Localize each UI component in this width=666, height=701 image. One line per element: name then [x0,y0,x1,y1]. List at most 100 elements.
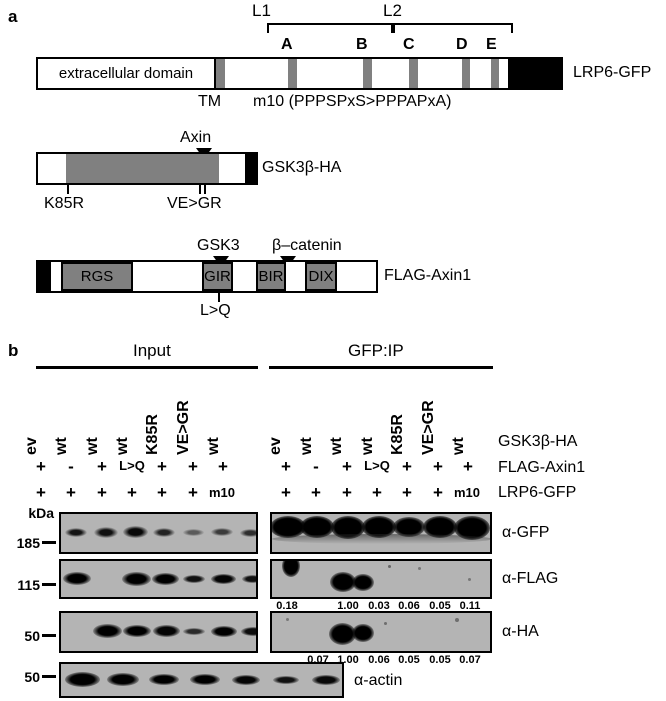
quant-ha-lane-7: 0.07 [459,654,481,666]
construct-bar-lrp6: extracellular domain [36,57,563,90]
band [107,673,139,686]
group-header-input: Input [133,341,171,360]
blot-ip-flag [270,559,492,599]
input-lane-label-7: wt [205,437,222,455]
construct-name-lrp6: LRP6-GFP [573,64,652,81]
band [211,574,236,584]
band [149,674,179,685]
blot-ip-gfp [270,512,492,554]
axin1-bcatenin-arrow-label: β–catenin [272,237,342,254]
band [153,625,180,637]
input-axin1-lane-3: + [97,457,107,476]
blot-input-actin [59,662,344,698]
band [329,623,356,645]
input-lane-label-5: K85R [144,414,161,455]
ip-lane-label-5: K85R [389,414,406,455]
construct-bar-axin1: RGS GIR BIR DIX [36,260,378,293]
kda-marker-115: 115 [17,577,40,593]
gsk3b-c-terminus [219,154,245,183]
axin1-rgs-label: RGS [80,268,114,285]
row-label-gsk3b: GSK3β-HA [498,433,578,450]
axin1-gir-domain: GIR [202,262,233,291]
construct-name-gsk3b: GSK3β-HA [262,159,342,176]
quant-ha-lane-2: 0.07 [307,654,329,666]
band [300,516,334,538]
construct-bar-gsk3b [36,152,258,185]
input-lane-label-6: VE>GR [175,400,192,455]
input-lrp6-lane-4: + [127,483,137,502]
blot-input-flag [59,559,258,599]
group-rule-input [36,366,258,369]
band [272,534,490,544]
band [240,529,256,537]
gsk3b-ha-tag [245,154,256,183]
quant-ha-lane-4: 0.06 [368,654,390,666]
lrp6-tm-segment [216,59,225,88]
axin1-bir-label: BIR [258,268,284,285]
band [123,625,151,637]
band [312,675,340,685]
input-lrp6-lane-5: + [157,483,167,502]
band [388,565,391,568]
band [242,575,256,583]
ip-lrp6-lane-6: + [433,483,443,502]
axin1-lq-label: L>Q [200,302,231,319]
gsk3b-k85r-label: K85R [44,195,85,212]
gsk3b-n-terminus [38,154,66,183]
band [418,567,421,570]
band [183,575,205,583]
input-lane-label-1: ev [23,437,40,455]
ip-axin1-lane-1: + [281,457,291,476]
band [211,528,233,536]
axin1-bir-domain: BIR [256,262,286,291]
row-label-lrp6: LRP6-GFP [498,484,577,501]
band [286,618,289,621]
gsk3b-gr-tick [204,185,206,194]
band [152,573,179,585]
ip-lane-label-7: wt [450,437,467,455]
lrp6-gfp-segment [508,59,561,88]
quant-flag-lane-1: 0.18 [276,600,298,612]
quant-ha-lane-5: 0.05 [398,654,420,666]
input-lane-label-2: wt [53,437,70,455]
quant-ha-lane-3: 1.00 [337,654,359,666]
lrp6-m10-label: m10 (PPPSPxS>PPPAPxA) [253,93,452,110]
band [232,675,260,685]
ip-lrp6-lane-4: + [372,483,382,502]
band [384,622,387,625]
kda-tick-115 [42,583,56,586]
quant-flag-lane-6: 0.05 [429,600,451,612]
input-axin1-lane-5: + [157,457,167,476]
axin1-flag-tag [38,262,51,291]
gsk3b-ve-tick [199,185,201,194]
band [65,528,87,537]
band [352,624,374,642]
input-axin1-lane-6: + [188,457,198,476]
ip-axin1-lane-3: + [342,457,352,476]
lrp6-extracellular-label: extracellular domain [58,65,194,82]
band [65,672,100,687]
motif-label-d: D [456,36,468,53]
band [93,624,122,638]
antibody-label-flag: α-FLAG [502,570,559,587]
ip-lrp6-lane-3: + [342,483,352,502]
input-lrp6-lane-1: + [36,483,46,502]
group-header-ip: GFP:IP [348,341,404,360]
band [122,572,151,586]
band [423,516,457,538]
kda-marker-185: 185 [16,535,40,551]
panel-b-letter: b [8,341,19,360]
band [393,517,425,537]
gsk3b-k85r-tick [67,185,69,194]
lrp6-motif-e-segment [491,59,499,88]
band [63,572,91,585]
group-rule-ip [269,366,493,369]
ip-axin1-lane-5: + [402,457,412,476]
band [94,527,118,538]
band [282,561,300,577]
ip-lrp6-lane-1: + [281,483,291,502]
kda-tick-50-ha [42,634,56,637]
kda-tick-185 [42,541,56,544]
ip-lrp6-lane-7: m10 [453,485,481,500]
quant-ha-lane-6: 0.05 [429,654,451,666]
